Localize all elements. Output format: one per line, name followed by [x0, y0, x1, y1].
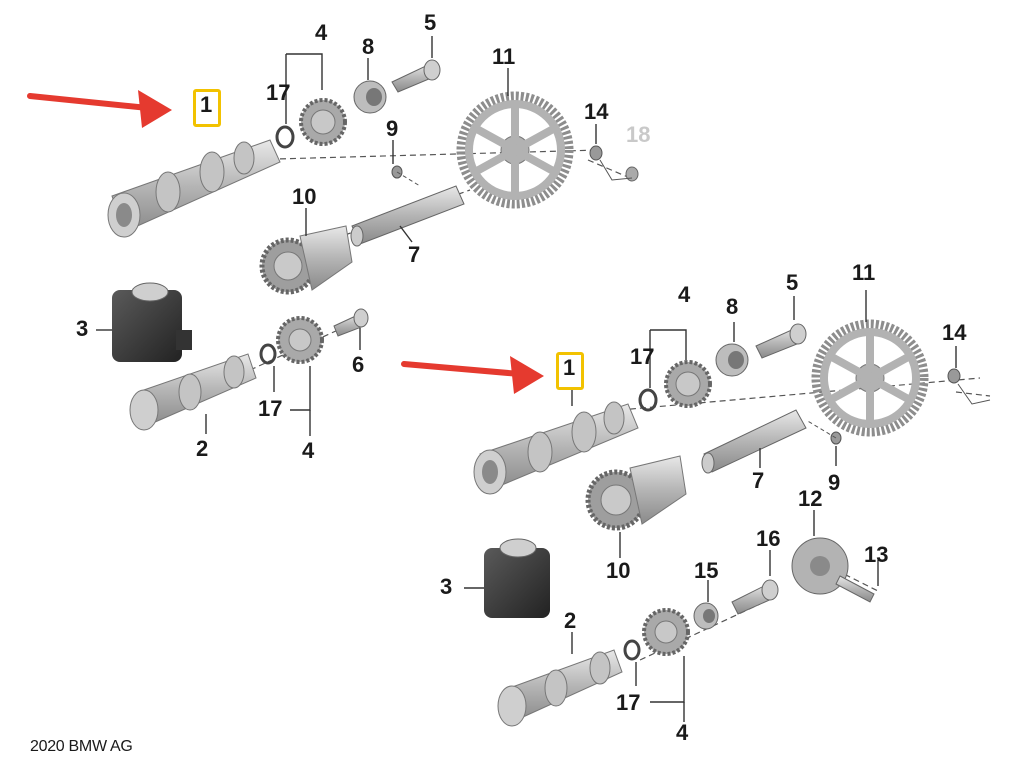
- label-part-15-right: 15: [694, 558, 719, 583]
- label-part-9-right: 9: [828, 470, 841, 495]
- screw-14-left: [589, 145, 603, 161]
- part-12-right: [791, 537, 849, 595]
- camshaft-part-2-left: [129, 353, 257, 431]
- screw-18-left: [599, 159, 639, 182]
- sprocket-4-left-bottom: [276, 316, 324, 364]
- label-part-13-right: 13: [864, 542, 889, 567]
- label-part-17-left-top: 17: [266, 80, 291, 105]
- sprocket-11-right: [811, 319, 929, 437]
- label-part-5-right: 5: [786, 270, 799, 295]
- screw-9-right: [805, 419, 842, 445]
- label-part-10-left: 10: [292, 184, 317, 209]
- ring-17-left-top: [275, 125, 295, 149]
- highlight-box-part-1-right: [556, 352, 584, 390]
- label-part-14-right: 14: [942, 320, 967, 345]
- gear-10-left: [259, 225, 353, 295]
- label-part-2-left: 2: [196, 436, 209, 461]
- camshaft-part-1-right: [473, 401, 639, 495]
- label-part-14-left: 14: [584, 99, 609, 124]
- label-part-9-left: 9: [386, 116, 399, 141]
- sprocket-4-right-bottom: [642, 608, 690, 656]
- screw-13-right: [835, 575, 875, 603]
- screw-14-right: [947, 368, 991, 405]
- label-part-3-left: 3: [76, 316, 89, 341]
- bolt-5-left: [391, 59, 441, 93]
- red-arrow-left: [27, 90, 172, 128]
- label-part-10-right: 10: [606, 558, 631, 583]
- label-part-4-left-bottom: 4: [302, 438, 315, 463]
- red-arrow-right: [401, 356, 544, 394]
- label-part-8-left: 8: [362, 34, 375, 59]
- shaft-7-left: [350, 185, 465, 247]
- bearing-8-right: [715, 343, 749, 377]
- bolt-6-left: [333, 308, 369, 337]
- ring-17-left-bottom: [259, 343, 277, 365]
- bearing-8-left: [353, 80, 387, 114]
- label-part-11-right: 11: [852, 260, 876, 285]
- actuator-3-left: [112, 282, 192, 362]
- gear-10-right: [585, 455, 687, 531]
- bolt-16-right: [731, 579, 779, 615]
- label-part-17-left-bottom: 17: [258, 396, 283, 421]
- screw-9-left: [391, 165, 421, 187]
- label-part-1-left: 1: [200, 92, 213, 117]
- label-part-4-right-top: 4: [678, 282, 691, 307]
- label-part-11-left: 11: [492, 44, 516, 69]
- label-part-4-left-top: 4: [315, 20, 328, 45]
- highlight-box-part-1-left: [193, 89, 221, 127]
- actuator-3-right: [484, 538, 550, 618]
- camshaft-part-1-left: [107, 139, 281, 238]
- label-part-3-right: 3: [440, 574, 453, 599]
- sprocket-4-left-top: [299, 98, 347, 146]
- label-part-1-right: 1: [563, 355, 576, 380]
- label-part-17-right-top: 17: [630, 344, 655, 369]
- label-part-7-right: 7: [752, 468, 765, 493]
- leader-lines-left: [96, 36, 597, 436]
- label-part-7-left: 7: [408, 242, 421, 267]
- bolt-5-right: [755, 323, 807, 359]
- label-part-18-left: 18: [626, 122, 651, 147]
- label-part-17-right-bottom: 17: [616, 690, 641, 715]
- copyright-text: 2020 BMW AG: [30, 738, 133, 755]
- sprocket-11-left: [456, 91, 574, 209]
- label-part-8-right: 8: [726, 294, 739, 319]
- camshaft-part-2-right: [497, 649, 623, 727]
- shaft-7-right: [701, 409, 807, 474]
- label-part-16-right: 16: [756, 526, 781, 551]
- label-part-2-right: 2: [564, 608, 577, 633]
- label-part-6-left: 6: [352, 352, 365, 377]
- leader-lines-right: [464, 290, 957, 722]
- label-part-5-left: 5: [424, 10, 437, 35]
- ring-17-right-top: [638, 388, 658, 412]
- sprocket-4-right-top: [664, 360, 712, 408]
- label-part-12-right: 12: [798, 486, 823, 511]
- bearing-15-right: [693, 602, 719, 630]
- label-part-4-right-bottom: 4: [676, 720, 689, 745]
- ring-17-right-bottom: [623, 639, 641, 661]
